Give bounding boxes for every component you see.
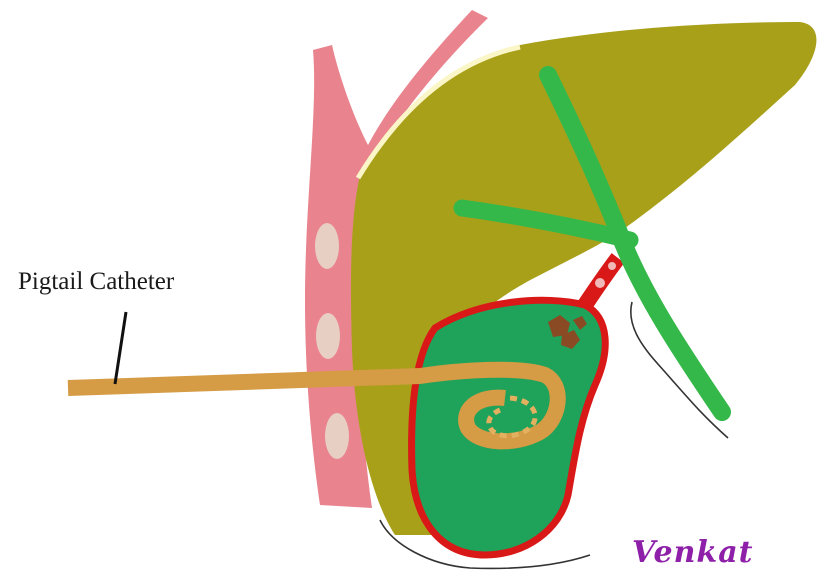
rib — [316, 313, 340, 359]
catheter-label: Pigtail Catheter — [18, 268, 174, 296]
label-pointer — [115, 312, 126, 384]
rib — [325, 413, 349, 459]
signature: Venkat — [632, 535, 754, 570]
duct-fold — [608, 262, 616, 270]
duodenum-outline — [631, 302, 728, 438]
duct-fold — [595, 278, 605, 288]
rib — [315, 223, 339, 269]
